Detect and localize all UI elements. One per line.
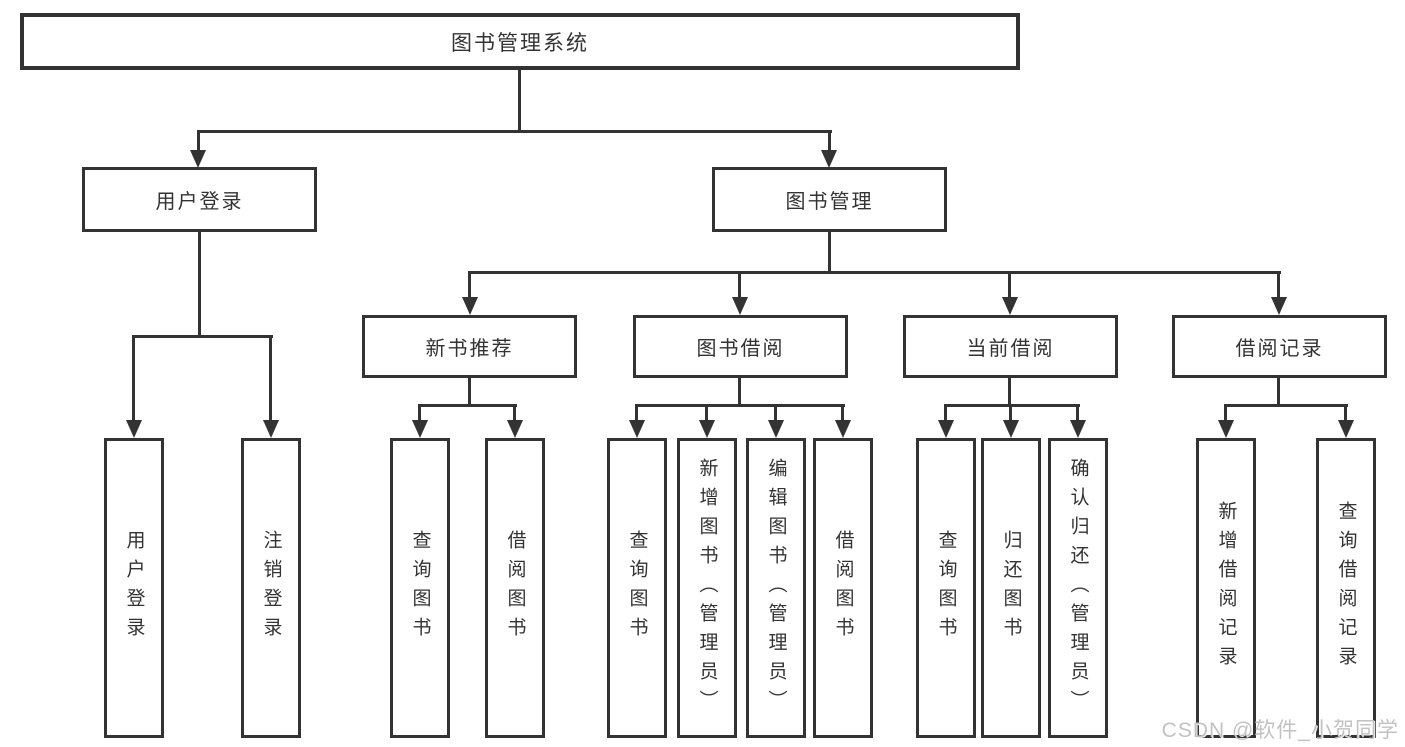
leaf-search-books: 查询图书 bbox=[607, 438, 667, 738]
connector-stem bbox=[468, 271, 471, 297]
connector-book-mgmt-down bbox=[828, 232, 831, 274]
node-book-management: 图书管理 bbox=[712, 167, 947, 232]
node-new-book-recommend: 新书推荐 bbox=[362, 315, 577, 378]
leaf-logout: 注销登录 bbox=[241, 438, 301, 738]
connector-stub bbox=[468, 378, 471, 406]
connector-stem bbox=[1277, 271, 1280, 297]
arrowhead bbox=[821, 150, 837, 168]
connector-stem bbox=[1224, 404, 1227, 420]
leaf-confirm-return-admin: 确认归还（管理员） bbox=[1048, 438, 1108, 738]
csdn-watermark: CSDN @软件_小贺同学 bbox=[1161, 719, 1399, 742]
connector-stem bbox=[944, 404, 947, 420]
arrowhead bbox=[190, 150, 206, 168]
connector-user-login-hline bbox=[132, 335, 273, 338]
connector-hline bbox=[418, 404, 517, 407]
arrowhead bbox=[835, 420, 851, 438]
connector-stub bbox=[1277, 378, 1280, 406]
arrowhead bbox=[263, 420, 279, 438]
connector-stem bbox=[1344, 404, 1347, 420]
arrowhead bbox=[507, 420, 523, 438]
leaf-add-books-admin: 新增图书（管理员） bbox=[677, 438, 737, 738]
leaf-user-login: 用户登录 bbox=[104, 438, 164, 738]
arrowhead bbox=[1002, 297, 1018, 315]
leaf-borrow-books: 借阅图书 bbox=[813, 438, 873, 738]
connector-stem bbox=[738, 271, 741, 297]
arrowhead bbox=[462, 297, 478, 315]
connector-level3-hline bbox=[468, 271, 1281, 274]
connector-stem bbox=[635, 404, 638, 420]
connector-stem bbox=[132, 335, 135, 420]
arrowhead bbox=[938, 420, 954, 438]
node-book-borrow: 图书借阅 bbox=[633, 315, 848, 378]
arrowhead bbox=[732, 297, 748, 315]
node-borrow-records: 借阅记录 bbox=[1172, 315, 1387, 378]
connector-stem bbox=[841, 404, 844, 420]
leaf-borrow-books: 借阅图书 bbox=[485, 438, 545, 738]
arrowhead bbox=[629, 420, 645, 438]
connector-stem bbox=[1076, 404, 1079, 420]
connector-stem bbox=[774, 404, 777, 420]
node-library-management-system: 图书管理系统 bbox=[20, 13, 1020, 70]
leaf-search-books: 查询图书 bbox=[390, 438, 450, 738]
arrowhead bbox=[699, 420, 715, 438]
connector-stem bbox=[418, 404, 421, 420]
connector-level2-hline bbox=[197, 130, 832, 133]
connector-stem bbox=[705, 404, 708, 420]
connector-user-login-down bbox=[198, 232, 201, 338]
node-current-borrow: 当前借阅 bbox=[903, 315, 1118, 378]
connector-book-mgmt-stem bbox=[828, 130, 831, 150]
arrowhead bbox=[768, 420, 784, 438]
leaf-edit-books-admin: 编辑图书（管理员） bbox=[746, 438, 806, 738]
leaf-return-books: 归还图书 bbox=[981, 438, 1041, 738]
arrowhead bbox=[1003, 420, 1019, 438]
connector-stub bbox=[738, 378, 741, 406]
arrowhead bbox=[1218, 420, 1234, 438]
connector-stem bbox=[513, 404, 516, 420]
leaf-search-borrow-record: 查询借阅记录 bbox=[1316, 438, 1376, 738]
connector-hline bbox=[1224, 404, 1348, 407]
connector-stub bbox=[1008, 378, 1011, 406]
arrowhead bbox=[126, 420, 142, 438]
connector-root-stub bbox=[518, 70, 521, 131]
arrowhead bbox=[1338, 420, 1354, 438]
node-user-login: 用户登录 bbox=[82, 167, 317, 232]
connector-stem bbox=[1008, 271, 1011, 297]
connector-hline bbox=[635, 404, 845, 407]
connector-user-login-stem bbox=[197, 130, 200, 150]
leaf-search-books: 查询图书 bbox=[916, 438, 976, 738]
connector-hline bbox=[944, 404, 1080, 407]
arrowhead bbox=[1271, 297, 1287, 315]
leaf-add-borrow-record: 新增借阅记录 bbox=[1196, 438, 1256, 738]
arrowhead bbox=[412, 420, 428, 438]
arrowhead bbox=[1070, 420, 1086, 438]
connector-stem bbox=[1009, 404, 1012, 420]
connector-stem bbox=[269, 335, 272, 420]
